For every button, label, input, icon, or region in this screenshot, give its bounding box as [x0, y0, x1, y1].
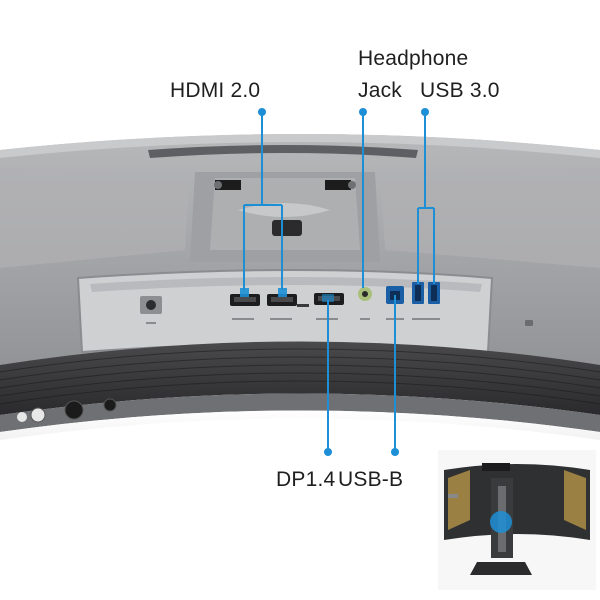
top-ridge [0, 134, 600, 158]
top-vent [148, 145, 418, 158]
callout-dots [240, 108, 429, 456]
headphone-label-line1: Headphone [358, 47, 469, 70]
usb-a-port-icon [412, 282, 440, 304]
power-port-icon [140, 296, 162, 314]
left-panel [0, 168, 190, 268]
usbb-label: USB-B [338, 468, 404, 491]
audio-jack-icon [358, 287, 372, 301]
hdmi-label: HDMI 2.0 [170, 79, 261, 102]
hdmi-port-icon [230, 294, 309, 307]
headphone-label-line2: Jack [358, 79, 402, 102]
kensington-lock-icon [525, 320, 533, 326]
dp-label: DP1.4 [276, 468, 336, 491]
monitor-thumbnail [438, 450, 596, 590]
bottom-bezel [0, 341, 600, 415]
callout-lines [243, 112, 435, 452]
control-buttons [17, 398, 117, 423]
usb3-label: USB 3.0 [420, 79, 500, 102]
